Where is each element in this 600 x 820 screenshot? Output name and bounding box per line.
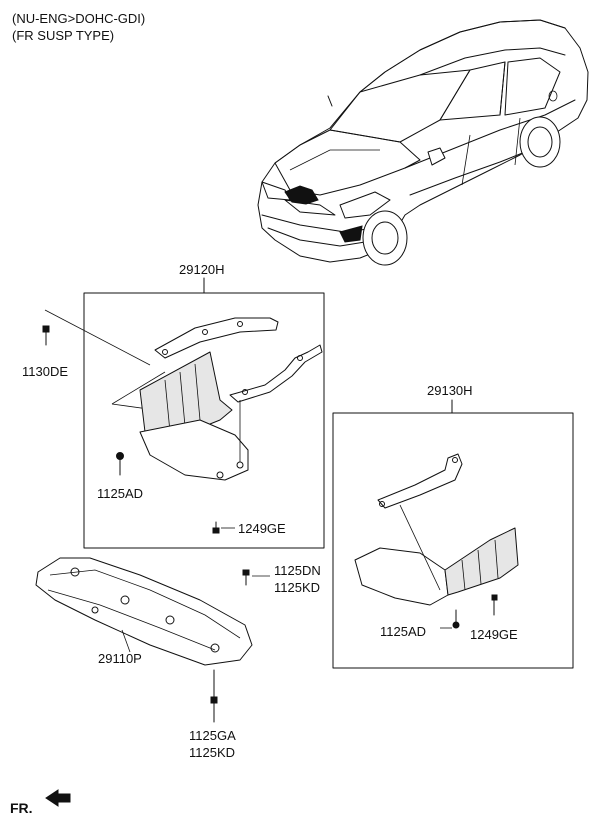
label-1125AD-left: 1125AD [97,486,144,501]
bolt-icon [242,569,270,586]
label-1125KD-bottom: 1125KD [189,745,236,760]
bolt-icon [42,325,50,346]
suspension-spec-note: (FR SUSP TYPE) [12,28,115,43]
undercover-highlight [284,185,319,205]
label-1125AD-right: 1125AD [380,624,427,639]
bolt-icon [491,594,498,616]
bolt-icon [116,452,124,476]
vehicle-illustration [257,19,589,266]
bolt-icon [212,521,235,534]
engine-spec-note: (NU-ENG>DOHC-GDI) [12,11,146,26]
label-1125GA: 1125GA [189,728,236,743]
bolt-icon [440,609,460,629]
assembly-box-29130H [332,412,574,669]
part-29110P-undercover [35,557,253,666]
arrow-front-icon [45,789,71,807]
label-1125DN: 1125DN [274,563,321,578]
label-1130DE: 1130DE [22,364,69,379]
label-1125KD-mid: 1125KD [274,580,321,595]
label-29110P: 29110P [98,651,142,666]
label-29130H: 29130H [427,383,473,398]
label-1249GE-right: 1249GE [470,627,518,642]
bolt-icon [210,669,218,723]
front-direction-label: FR. [10,800,33,816]
label-29120H: 29120H [179,262,225,277]
label-1249GE-left: 1249GE [238,521,286,536]
